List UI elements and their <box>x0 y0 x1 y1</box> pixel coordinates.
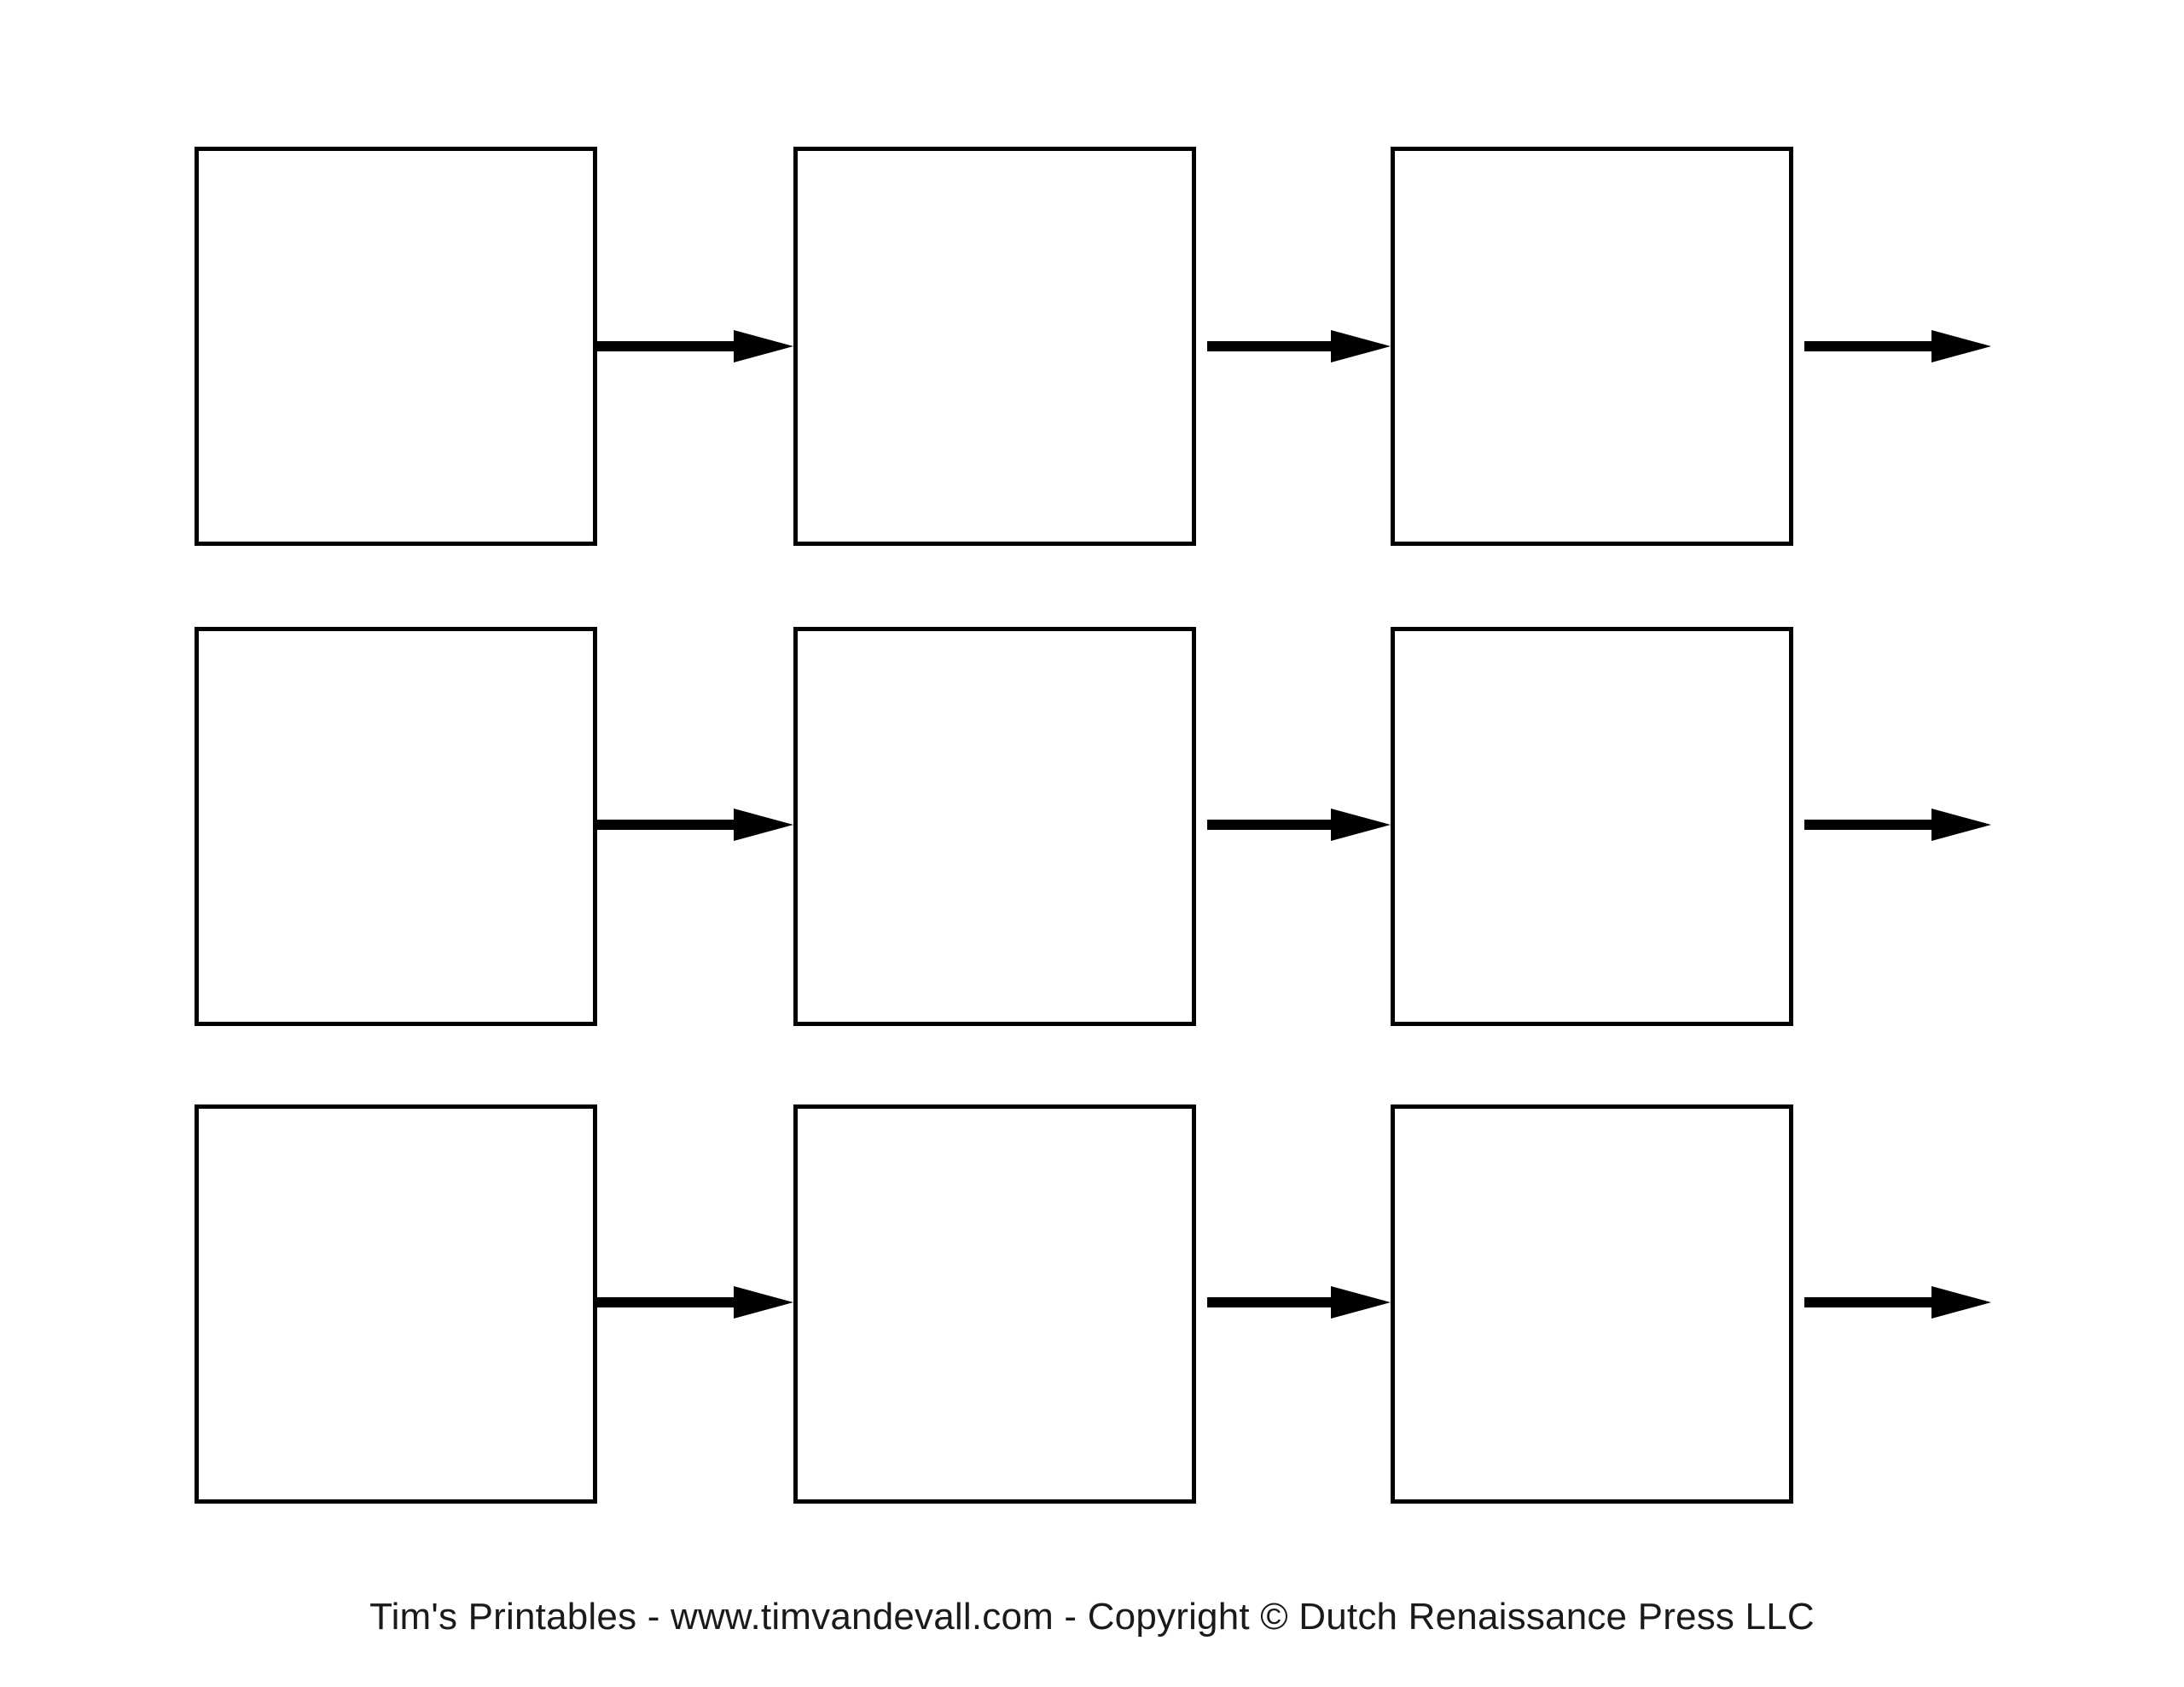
arrow-box-3-3-to-open-end <box>1804 1286 1991 1319</box>
arrow-box-3-2-to-box-3-3 <box>1207 1286 1391 1319</box>
arrow-shaft <box>597 820 739 830</box>
arrow-shaft <box>1207 341 1336 351</box>
arrow-head <box>734 1286 793 1319</box>
arrow-box-2-3-to-open-end <box>1804 809 1991 841</box>
flow-box-2-3[interactable] <box>1391 627 1793 1026</box>
arrow-box-1-2-to-box-1-3 <box>1207 330 1391 362</box>
arrow-shaft <box>1804 820 1937 830</box>
flow-box-2-1[interactable] <box>195 627 597 1026</box>
arrow-head <box>734 330 793 362</box>
flow-box-1-1[interactable] <box>195 147 597 546</box>
arrow-shaft <box>597 1297 739 1307</box>
arrow-box-2-1-to-box-2-2 <box>597 809 793 841</box>
arrow-box-2-2-to-box-2-3 <box>1207 809 1391 841</box>
arrow-shaft <box>1804 341 1937 351</box>
arrow-shaft <box>1207 1297 1336 1307</box>
arrow-head <box>1331 809 1391 841</box>
arrow-shaft <box>1207 820 1336 830</box>
flow-box-2-2[interactable] <box>793 627 1196 1026</box>
arrow-head <box>1931 1286 1991 1319</box>
arrow-head <box>1331 1286 1391 1319</box>
footer-credit-text: Tim's Printables - www.timvandevall.com … <box>369 1596 1815 1638</box>
flow-box-1-2[interactable] <box>793 147 1196 546</box>
arrow-head <box>1331 330 1391 362</box>
arrow-head <box>1931 330 1991 362</box>
flow-box-3-3[interactable] <box>1391 1104 1793 1504</box>
arrow-head <box>734 809 793 841</box>
flow-box-1-3[interactable] <box>1391 147 1793 546</box>
arrow-shaft <box>597 341 739 351</box>
footer: Tim's Printables - www.timvandevall.com … <box>0 1596 2184 1638</box>
arrow-box-1-1-to-box-1-2 <box>597 330 793 362</box>
flow-box-3-2[interactable] <box>793 1104 1196 1504</box>
arrow-box-1-3-to-open-end <box>1804 330 1991 362</box>
arrow-shaft <box>1804 1297 1937 1307</box>
flow-box-3-1[interactable] <box>195 1104 597 1504</box>
arrow-head <box>1931 809 1991 841</box>
arrow-box-3-1-to-box-3-2 <box>597 1286 793 1319</box>
